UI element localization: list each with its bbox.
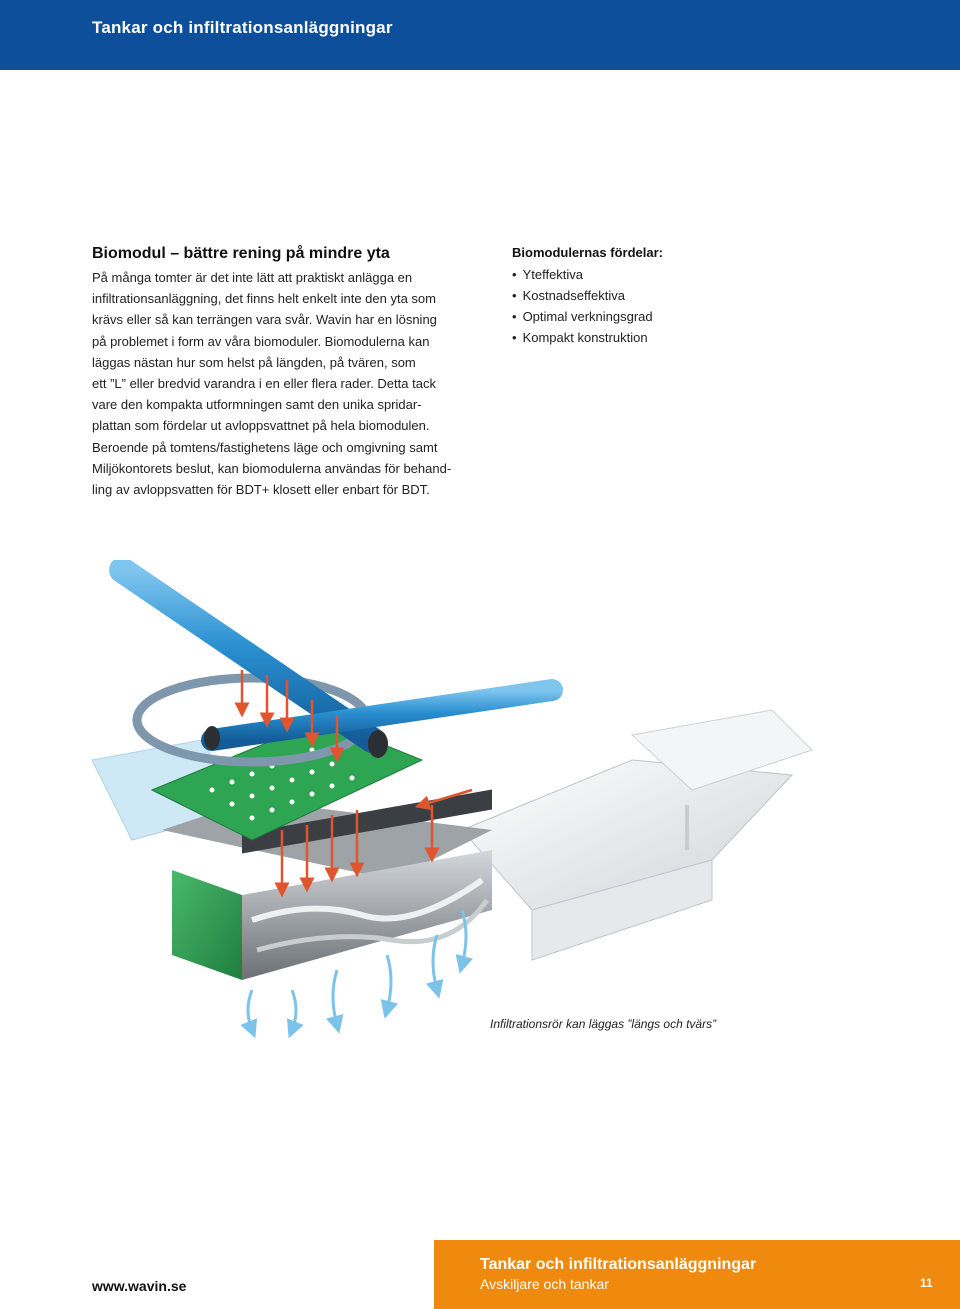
- body-line: På många tomter är det inte lätt att pra…: [92, 270, 413, 285]
- article-heading: Biomodul – bättre rening på mindre yta: [92, 245, 390, 262]
- body-line: plattan som fördelar ut avloppsvattnet p…: [92, 418, 430, 434]
- advantage-item: Kostnadseffektiva: [512, 285, 812, 306]
- footer-band: [434, 1240, 960, 1309]
- page-number: 11: [920, 1276, 933, 1290]
- footer-subtitle: Avskiljare och tankar: [480, 1276, 609, 1292]
- body-line: infiltrationsanläggning, det finns helt …: [92, 291, 436, 307]
- body-line: krävs eller så kan terrängen vara svår. …: [92, 312, 437, 328]
- footer-left: [0, 1262, 434, 1309]
- footer-url-link[interactable]: www.wavin.se: [92, 1278, 187, 1294]
- header-band: Tankar och infiltrationsanläggningar: [0, 0, 960, 70]
- advantages-heading: Biomodulernas fördelar:: [512, 245, 663, 260]
- distribution-plate: [150, 719, 424, 841]
- water-flow-arrow-icon: [240, 909, 474, 1039]
- article: Biomodul – bättre rening på mindre yta P…: [92, 245, 462, 500]
- body-line: ett ”L” eller bredvid varandra i en elle…: [92, 376, 436, 392]
- advantages-list: Yteffektiva Kostnadseffektiva Optimal ve…: [512, 264, 812, 348]
- body-line: ling av avloppsvatten för BDT+ klosett e…: [92, 482, 430, 498]
- advantage-item: Optimal verkningsgrad: [512, 306, 812, 327]
- article-body: På många tomter är det inte lätt att pra…: [92, 267, 462, 500]
- advantages-box: Biomodulernas fördelar: Yteffektiva Kost…: [512, 245, 812, 348]
- header-title: Tankar och infiltrationsanläggningar: [92, 18, 393, 37]
- body-line: läggas nästan hur som helst på längden, …: [92, 354, 416, 370]
- biomodule-illustration: [92, 560, 813, 1039]
- pipe-icon: [109, 560, 563, 758]
- footer-title: Tankar och infiltrationsanläggningar: [480, 1256, 757, 1273]
- advantage-item: Yteffektiva: [512, 264, 812, 285]
- figure-caption: Infiltrationsrör kan läggas ”längs och t…: [490, 1017, 717, 1031]
- body-line: Miljökontorets beslut, kan biomodulerna …: [92, 460, 452, 476]
- flow-arrows-red: [234, 670, 473, 898]
- body-line: Beroende på tomtens/fastighetens läge oc…: [92, 439, 438, 455]
- white-module-group: [461, 709, 813, 961]
- body-line: vare den kompakta utformningen samt den …: [92, 397, 422, 413]
- body-line: på problemet i form av våra biomoduler. …: [92, 333, 430, 349]
- advantage-item: Kompakt konstruktion: [512, 327, 812, 348]
